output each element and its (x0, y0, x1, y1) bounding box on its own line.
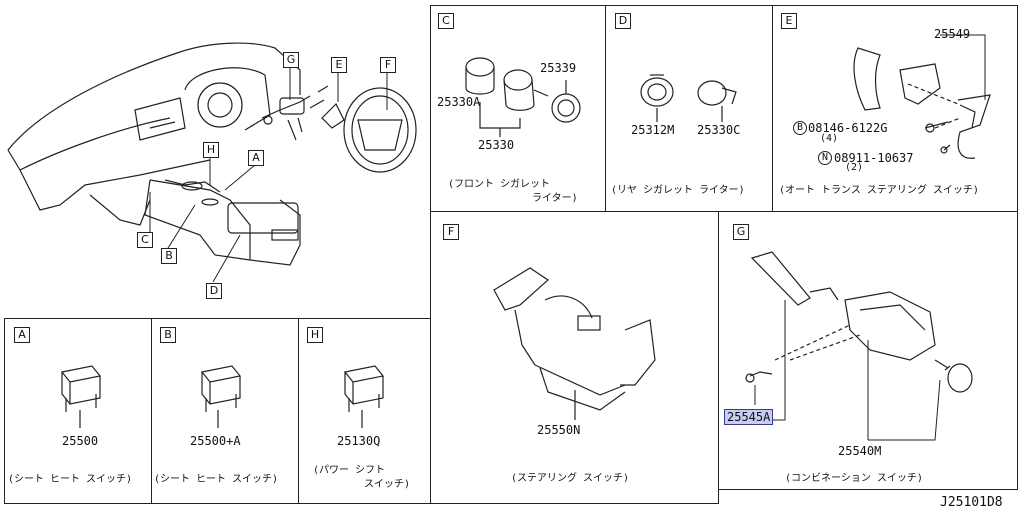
part-number[interactable]: 25330C (697, 123, 741, 137)
quantity-label: (4) (820, 133, 839, 144)
panel-g-frame (718, 211, 1018, 490)
part-number[interactable]: 25540M (838, 444, 882, 458)
panel-b-label: B (160, 327, 176, 343)
part-number[interactable]: 25550N (537, 423, 581, 437)
callout-b: B (161, 248, 177, 264)
callout-c: C (137, 232, 153, 248)
panel-h-label: H (307, 327, 323, 343)
quantity-label: (2) (845, 162, 864, 173)
panel-a-label: A (14, 327, 30, 343)
bolt-symbol: B (793, 121, 807, 135)
panel-c-label: C (438, 13, 454, 29)
panel-caption: (コンビネーション スイッチ) (785, 473, 923, 484)
panel-f-label: F (443, 224, 459, 240)
part-number[interactable]: 25330 (478, 138, 515, 152)
panel-caption: (オート トランス ステアリング スイッチ) (779, 185, 979, 196)
panel-d-label: D (615, 13, 631, 29)
panel-e-label: E (781, 13, 797, 29)
panel-caption: スイッチ) (364, 479, 411, 490)
seat-heat-switch-a-drawing (60, 365, 102, 428)
overview-leader-lines (149, 68, 388, 283)
callout-e: E (331, 57, 347, 73)
part-number[interactable]: 25500 (62, 434, 99, 448)
nut-symbol: N (818, 151, 832, 165)
callout-g: G (283, 52, 299, 68)
panel-caption: (シート ヒート スイッチ) (154, 474, 279, 485)
front-cigarette-lighter-drawing (465, 57, 581, 137)
callout-d: D (206, 283, 222, 299)
panel-caption: (パワー シフト (313, 465, 386, 476)
panel-g-label: G (733, 224, 749, 240)
part-number[interactable]: 25339 (540, 61, 577, 75)
panel-caption: (ステアリング スイッチ) (511, 473, 630, 484)
panel-caption: ライター) (532, 193, 578, 204)
paddle-shifter-drawing (853, 34, 991, 159)
steering-switch-drawing (493, 267, 656, 420)
part-number[interactable]: 25330A (437, 95, 481, 109)
rear-cigarette-lighter-drawing (640, 74, 737, 122)
overview-exploded-parts (261, 85, 417, 173)
panel-caption: (フロント シガレット (448, 179, 551, 190)
part-number[interactable]: 08911-10637 (834, 151, 914, 165)
callout-h: H (203, 142, 219, 158)
callout-f: F (380, 57, 396, 73)
part-number[interactable]: 25312M (631, 123, 675, 137)
diagram-code: J25101D8 (940, 495, 1003, 510)
panel-h-frame (298, 318, 431, 504)
part-number[interactable]: 08146-6122G (808, 121, 888, 135)
power-shift-switch-drawing (343, 365, 385, 428)
seat-heat-switch-b-drawing (200, 365, 242, 428)
highlighted-part-number[interactable]: 25545A (724, 409, 774, 425)
dashboard-drawing (7, 42, 301, 266)
panel-caption: (シート ヒート スイッチ) (8, 474, 133, 485)
part-number[interactable]: 25130Q (337, 434, 381, 448)
part-number[interactable]: 25549 (934, 27, 971, 41)
combination-switch-drawing (745, 251, 973, 441)
callout-a: A (248, 150, 264, 166)
part-number[interactable]: 25500+A (190, 434, 241, 448)
panel-caption: (リヤ シガレット ライター) (611, 185, 745, 196)
